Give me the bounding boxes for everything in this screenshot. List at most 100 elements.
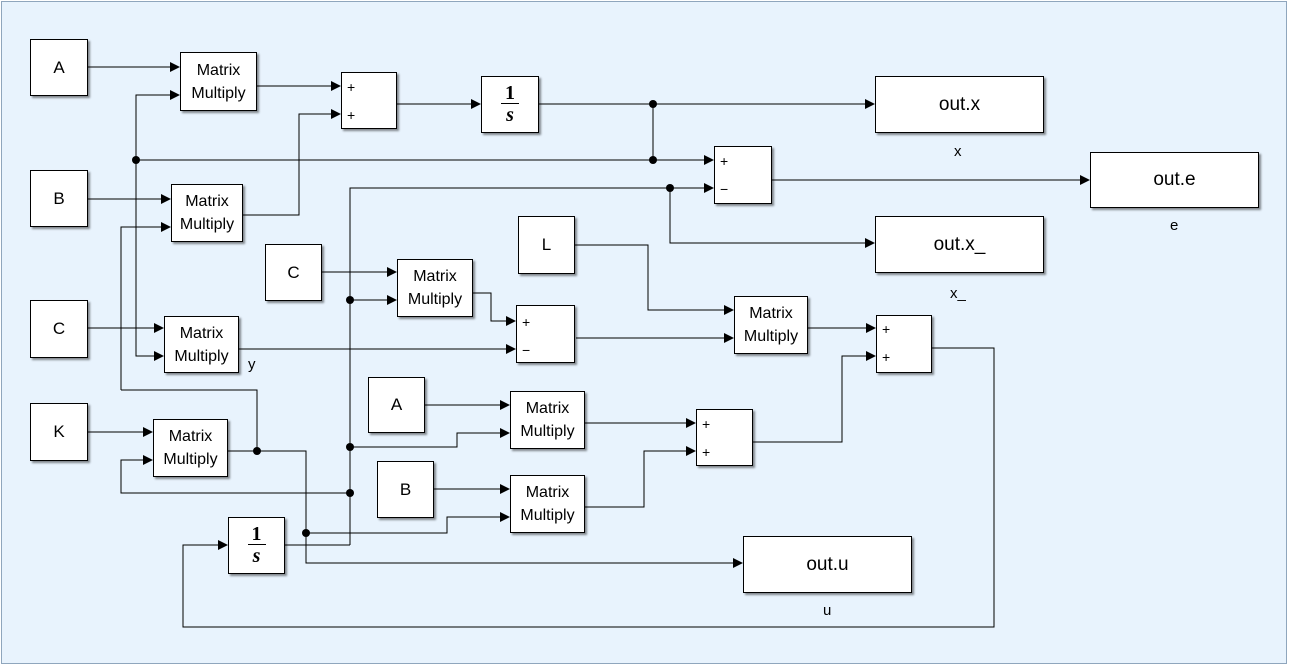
block-label-line2: Multiply bbox=[520, 507, 575, 524]
wire-x-mm3 bbox=[135, 160, 154, 357]
block-label-line1: Matrix bbox=[525, 400, 570, 417]
constant-B-observer-block[interactable]: B bbox=[377, 461, 434, 518]
sum-sign-minus: − bbox=[522, 342, 531, 358]
wire-mm8-out bbox=[228, 450, 733, 564]
constant-C-block[interactable]: C bbox=[30, 300, 88, 358]
wire-u-mm7 bbox=[306, 516, 500, 534]
constant-label: B bbox=[399, 479, 412, 499]
branch-point bbox=[302, 529, 310, 537]
constant-L-block[interactable]: L bbox=[518, 216, 575, 274]
constant-B-block[interactable]: B bbox=[30, 170, 88, 227]
constant-A-observer-block[interactable]: A bbox=[368, 377, 425, 433]
constant-label: A bbox=[53, 57, 65, 77]
block-label-line1: Matrix bbox=[749, 305, 793, 322]
block-label-line1: Matrix bbox=[525, 484, 570, 501]
signal-label-y: y bbox=[248, 356, 256, 373]
branch-point bbox=[132, 156, 140, 164]
output-variable-name: out.u bbox=[806, 553, 849, 575]
sum-sign-minus: − bbox=[720, 181, 729, 197]
arrowhead bbox=[170, 62, 180, 72]
branch-point bbox=[346, 443, 354, 451]
branch-point bbox=[649, 100, 657, 108]
arrowhead bbox=[500, 400, 510, 410]
to-workspace-x_-block[interactable]: out.x_ bbox=[875, 216, 1044, 273]
integrator-block[interactable]: 1 s bbox=[228, 517, 285, 574]
arrowhead bbox=[704, 155, 714, 165]
constant-label: C bbox=[287, 262, 300, 282]
constant-K-block[interactable]: K bbox=[30, 403, 88, 461]
constant-A-block[interactable]: A bbox=[30, 39, 88, 96]
arrowhead bbox=[218, 540, 228, 550]
to-workspace-e-block[interactable]: out.e bbox=[1090, 152, 1259, 208]
arrowhead bbox=[161, 222, 171, 232]
output-variable-name: out.x bbox=[938, 93, 981, 115]
block-label-line2: Multiply bbox=[191, 84, 246, 102]
arrowhead bbox=[866, 323, 876, 333]
wire-x-mm1 bbox=[135, 94, 170, 160]
arrowhead bbox=[331, 109, 341, 119]
arrowhead bbox=[866, 351, 876, 361]
arrowhead bbox=[506, 316, 516, 326]
arrowhead bbox=[500, 428, 510, 438]
block-label-line1: Matrix bbox=[196, 61, 241, 79]
arrowhead bbox=[500, 484, 510, 494]
to-workspace-x-block[interactable]: out.x bbox=[875, 76, 1044, 133]
block-label-x_: x_ bbox=[950, 285, 966, 302]
block-label-line2: Multiply bbox=[179, 216, 235, 233]
wire-u-mm2 bbox=[120, 226, 161, 390]
output-variable-name: out.e bbox=[1153, 169, 1196, 190]
block-label-line1: Matrix bbox=[179, 324, 224, 342]
constant-C-observer-block[interactable]: C bbox=[265, 244, 322, 301]
sum-block[interactable]: + − bbox=[714, 146, 772, 204]
wire-L-mm5 bbox=[575, 244, 724, 311]
wire-xhat-bus bbox=[349, 187, 704, 545]
wire-xhat-mm6 bbox=[350, 432, 500, 448]
sum-block[interactable]: + + bbox=[341, 72, 397, 129]
arrowhead bbox=[143, 427, 153, 437]
sum-sign-plus: + bbox=[882, 321, 891, 337]
wire-sum5-int2 bbox=[182, 347, 995, 628]
arrowhead bbox=[704, 183, 714, 193]
sum-block[interactable]: + − bbox=[516, 305, 575, 363]
arrowhead bbox=[161, 194, 171, 204]
to-workspace-u-block[interactable]: out.u bbox=[743, 536, 912, 593]
output-variable-name: out.x_ bbox=[933, 233, 986, 255]
arrowhead bbox=[143, 455, 153, 465]
arrowhead bbox=[387, 267, 397, 277]
sum-block[interactable]: + + bbox=[876, 315, 932, 373]
integrator-denominator: s bbox=[252, 545, 261, 567]
arrowhead bbox=[331, 81, 341, 91]
wire-mm7-sum6 bbox=[585, 450, 686, 508]
sum-sign-plus: + bbox=[347, 107, 356, 123]
integrator-block[interactable]: 1 s bbox=[481, 76, 539, 133]
branch-point bbox=[346, 296, 354, 304]
wire-mm2-sum1 bbox=[243, 113, 331, 216]
branch-point bbox=[649, 156, 657, 164]
constant-label: B bbox=[53, 188, 65, 208]
block-label-line2: Multiply bbox=[407, 291, 463, 308]
branch-point bbox=[346, 489, 354, 497]
wire-u-loop bbox=[121, 389, 258, 451]
arrowhead bbox=[865, 99, 875, 109]
integrator-denominator: s bbox=[506, 104, 514, 126]
constant-label: C bbox=[52, 319, 66, 338]
sum-block[interactable]: + + bbox=[696, 409, 753, 466]
block-label-line2: Multiply bbox=[163, 451, 218, 468]
sum-sign-plus: + bbox=[882, 349, 891, 365]
constant-label: K bbox=[53, 422, 65, 441]
block-label-line1: Matrix bbox=[168, 428, 213, 445]
wire-xhat-outxhat bbox=[669, 188, 865, 244]
arrowhead bbox=[506, 344, 516, 354]
block-label-line2: Multiply bbox=[520, 423, 575, 440]
integrator-numerator: 1 bbox=[501, 83, 519, 104]
